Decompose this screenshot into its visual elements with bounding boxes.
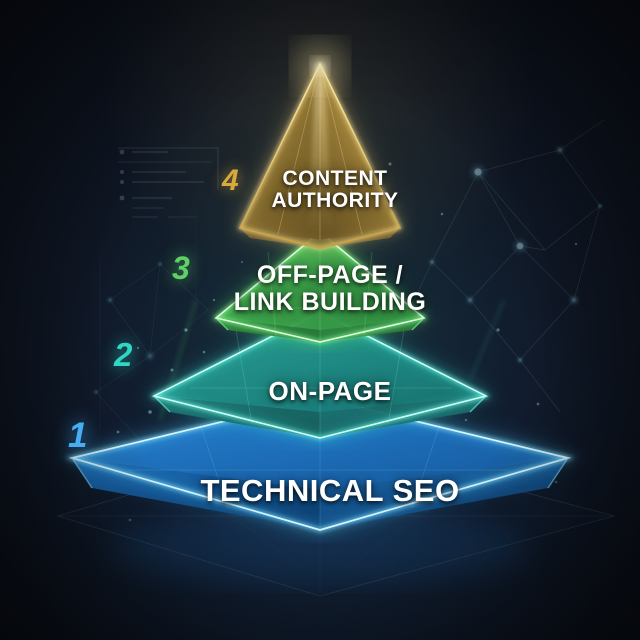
pyramid-tier-content-authority [235, 40, 405, 252]
